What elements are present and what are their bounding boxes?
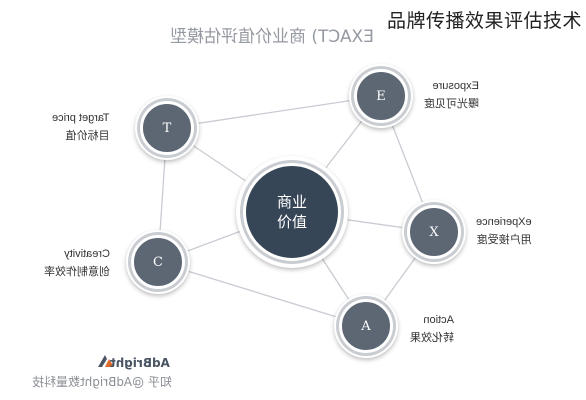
node-experience-core: X: [407, 205, 461, 259]
label-experience-zh: 用户接受度: [476, 233, 532, 246]
page-title: 品牌传播效果评估技术: [386, 10, 582, 32]
watermark: AdBright 知乎 @AdBright数量科技: [32, 356, 172, 390]
label-creativity-zh: 创意制作效率: [44, 265, 110, 278]
label-target-price-zh: 目标价值: [65, 129, 110, 142]
node-creativity-letter: C: [153, 254, 163, 270]
center-node-line2: 价值: [276, 213, 307, 231]
watermark-logo-text: AdBright: [109, 356, 170, 370]
node-target-price: T: [135, 96, 199, 160]
label-experience: eXperience 用户接受度: [476, 214, 532, 248]
label-experience-en: eXperience: [476, 216, 532, 228]
label-exposure: Exposure 曝光可见度: [424, 78, 479, 112]
center-node-line1: 商业: [276, 193, 307, 211]
node-action-letter: A: [361, 318, 371, 334]
link-t-e: [166, 95, 382, 129]
label-exposure-zh: 曝光可见度: [424, 97, 479, 110]
node-exposure-letter: E: [376, 88, 386, 104]
node-action: A: [334, 294, 398, 358]
watermark-source-text: 知乎 @AdBright数量科技: [32, 375, 172, 389]
label-action-zh: 转化效果: [410, 331, 454, 344]
label-action: Action 转化效果: [410, 312, 454, 346]
node-creativity-core: C: [131, 235, 185, 289]
label-exposure-en: Exposure: [432, 80, 479, 92]
node-exposure: E: [349, 64, 413, 128]
center-node-core: 商业 价值: [243, 163, 341, 261]
node-experience-letter: X: [429, 224, 439, 240]
label-creativity-en: Creativity: [64, 248, 110, 260]
node-action-core: A: [339, 299, 393, 353]
link-a-c: [157, 261, 367, 327]
label-target-price-en: Target price: [52, 112, 110, 124]
label-target-price: Target price 目标价值: [52, 110, 109, 144]
node-target-price-core: T: [140, 101, 194, 155]
label-creativity: Creativity 创意制作效率: [44, 246, 110, 280]
adbright-logo-icon: [98, 355, 114, 367]
node-exposure-core: E: [354, 69, 408, 123]
node-experience: X: [402, 200, 466, 264]
label-action-en: Action: [423, 314, 454, 326]
node-target-price-letter: T: [162, 120, 172, 136]
center-node-business-value: 商业 价值: [236, 156, 348, 268]
node-creativity: C: [126, 230, 190, 294]
